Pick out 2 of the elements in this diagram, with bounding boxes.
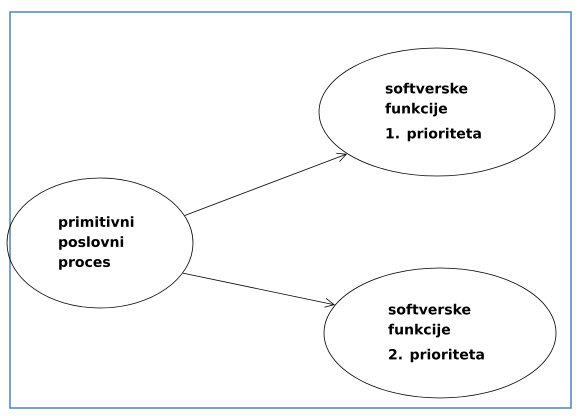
arrow [184, 152, 348, 216]
arrow [182, 272, 335, 308]
